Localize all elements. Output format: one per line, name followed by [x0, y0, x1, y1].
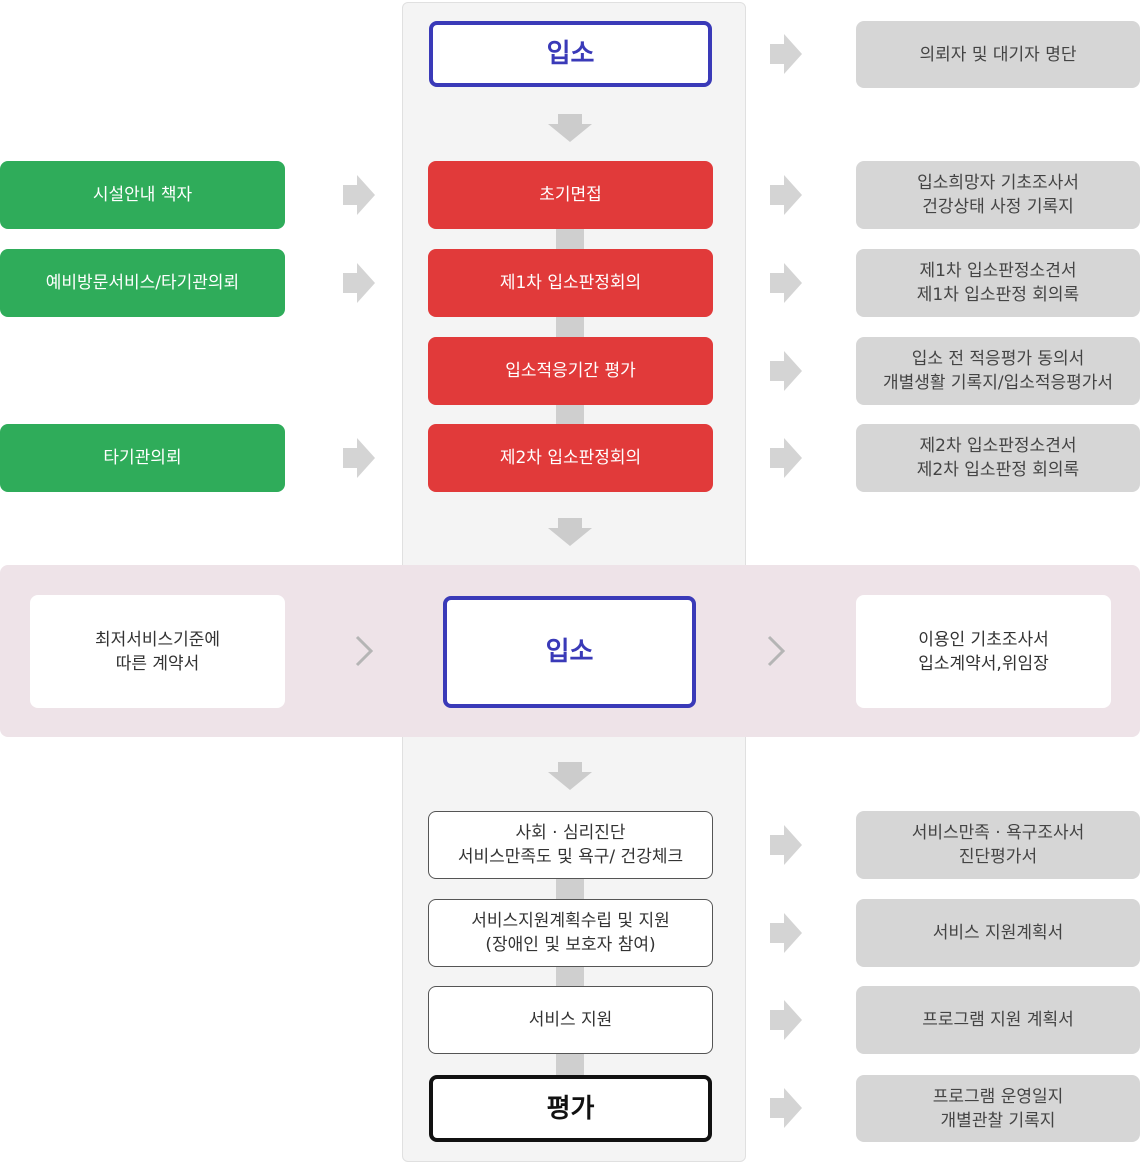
doc-adaptation-evaluation: 입소 전 적응평가 동의서 개별생활 기록지/입소적응평가서 [856, 337, 1140, 405]
doc-first-review: 제1차 입소판정소견서 제1차 입소판정 회의록 [856, 249, 1140, 317]
right-arrow-icon [770, 1000, 802, 1040]
doc-service-support: 프로그램 지원 계획서 [856, 986, 1140, 1054]
right-arrow-icon [770, 351, 802, 391]
step-service-plan: 서비스지원계획수립 및 지원 (장애인 및 보호자 참여) [428, 899, 713, 967]
step-social-diagnosis: 사회 · 심리진단 서비스만족도 및 욕구/ 건강체크 [428, 811, 713, 879]
doc-second-review: 제2차 입소판정소견서 제2차 입소판정 회의록 [856, 424, 1140, 492]
right-arrow-icon [770, 263, 802, 303]
connector [556, 1053, 584, 1076]
doc-initial-interview: 입소희망자 기초조사서 건강상태 사정 기록지 [856, 161, 1140, 229]
right-arrow-icon [343, 438, 375, 478]
step-second-review: 제2차 입소판정회의 [428, 424, 713, 492]
step-adaptation-evaluation: 입소적응기간 평가 [428, 337, 713, 405]
right-arrow-icon [343, 175, 375, 215]
admission-title-top: 입소 [429, 21, 712, 87]
doc-social-diagnosis: 서비스만족 · 욕구조사서 진단평가서 [856, 811, 1140, 879]
down-arrow-icon [548, 762, 592, 790]
right-arrow-icon [770, 913, 802, 953]
connector [556, 316, 584, 338]
doc-admission: 의뢰자 및 대기자 명단 [856, 21, 1140, 88]
connector [556, 228, 584, 250]
right-arrow-icon [343, 263, 375, 303]
band-documents: 이용인 기초조사서 입소계약서,위임장 [856, 595, 1111, 708]
evaluation-title: 평가 [429, 1075, 712, 1142]
down-arrow-icon [548, 518, 592, 546]
connector [556, 404, 584, 426]
input-other-agency: 타기관의뢰 [0, 424, 285, 492]
input-facility-brochure: 시설안내 책자 [0, 161, 285, 229]
band-contract: 최저서비스기준에 따른 계약서 [30, 595, 285, 708]
step-first-review: 제1차 입소판정회의 [428, 249, 713, 317]
chevron-right-icon [355, 635, 374, 667]
right-arrow-icon [770, 1088, 802, 1128]
step-service-support: 서비스 지원 [428, 986, 713, 1054]
right-arrow-icon [770, 34, 802, 74]
admission-title-band: 입소 [443, 596, 696, 708]
connector [556, 878, 584, 900]
right-arrow-icon [770, 175, 802, 215]
right-arrow-icon [770, 438, 802, 478]
right-arrow-icon [770, 825, 802, 865]
doc-evaluation: 프로그램 운영일지 개별관찰 기록지 [856, 1075, 1140, 1142]
connector [556, 966, 584, 988]
step-initial-interview: 초기면접 [428, 161, 713, 229]
down-arrow-icon [548, 114, 592, 142]
input-pre-visit: 예비방문서비스/타기관의뢰 [0, 249, 285, 317]
doc-service-plan: 서비스 지원계획서 [856, 899, 1140, 967]
chevron-right-icon [767, 635, 786, 667]
